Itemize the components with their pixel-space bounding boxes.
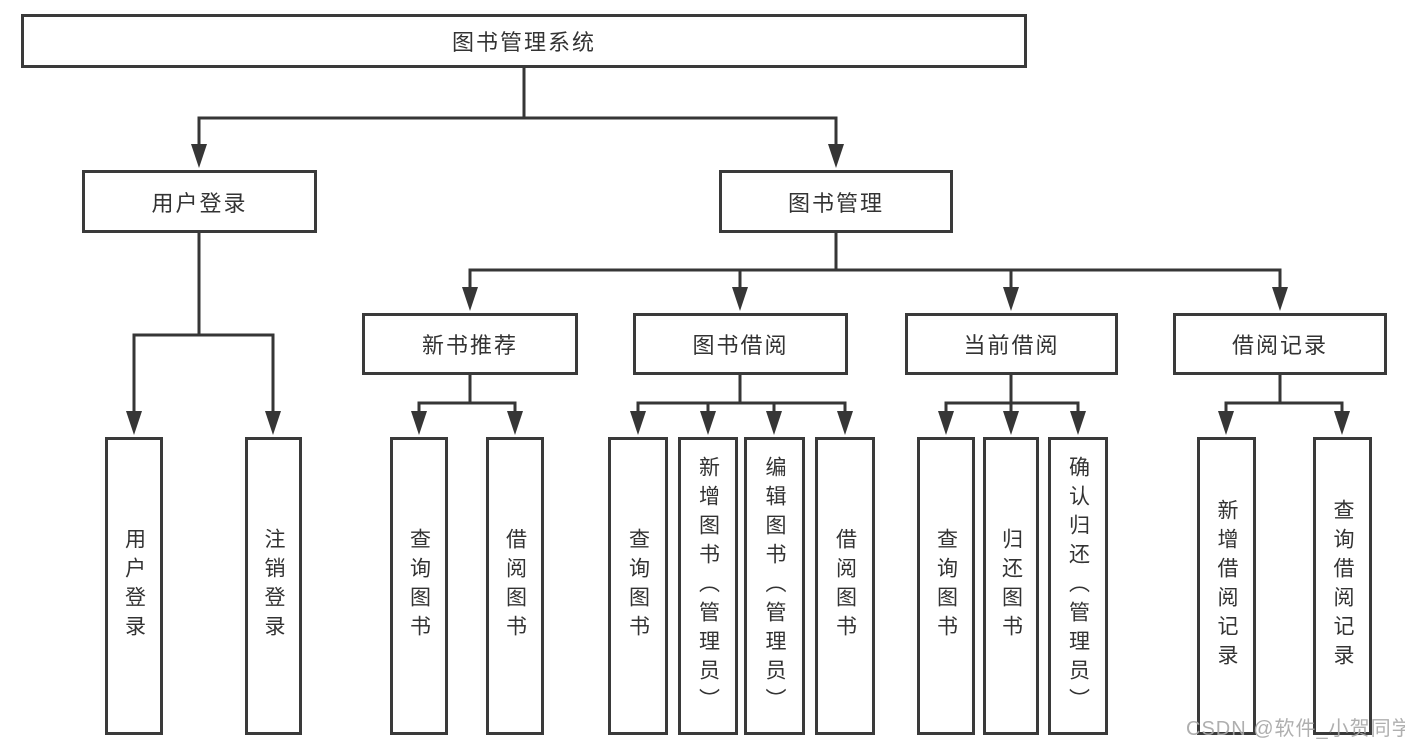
node-label: 借阅图书 bbox=[833, 528, 857, 644]
node-label: 归还图书 bbox=[999, 528, 1023, 644]
arrowhead-icon bbox=[126, 411, 142, 435]
node-label: 图书管理 bbox=[787, 190, 884, 216]
arrowhead-icon bbox=[507, 411, 523, 435]
csdn-watermark: CSDN @软件_小贺同学 bbox=[1186, 718, 1405, 740]
node-add-book-admin: 新增图书（管理员） bbox=[678, 437, 738, 735]
arrowhead-icon bbox=[1070, 411, 1086, 435]
connector-book-borrow bbox=[630, 375, 853, 435]
node-add-borrow-record: 新增借阅记录 bbox=[1197, 437, 1256, 735]
node-new-book-recommend: 新书推荐 bbox=[362, 313, 578, 375]
node-book-borrow: 图书借阅 bbox=[633, 313, 848, 375]
arrowhead-icon bbox=[732, 287, 748, 311]
connector-root bbox=[191, 68, 844, 168]
node-library-system-root: 图书管理系统 bbox=[21, 14, 1027, 68]
arrowhead-icon bbox=[828, 144, 844, 168]
node-borrow-books-1: 借阅图书 bbox=[486, 437, 544, 735]
node-query-books-1: 查询图书 bbox=[390, 437, 448, 735]
arrowhead-icon bbox=[938, 411, 954, 435]
arrowhead-icon bbox=[630, 411, 646, 435]
arrowhead-icon bbox=[411, 411, 427, 435]
node-user-login-leaf: 用户登录 bbox=[105, 437, 163, 735]
node-label: 图书管理系统 bbox=[451, 30, 596, 55]
node-edit-book-admin: 编辑图书（管理员） bbox=[744, 437, 805, 735]
node-query-books-3: 查询图书 bbox=[917, 437, 975, 735]
arrowhead-icon bbox=[462, 287, 478, 311]
node-label: 查询图书 bbox=[407, 528, 431, 644]
node-label: 当前借阅 bbox=[963, 333, 1060, 358]
node-label: 用户登录 bbox=[122, 528, 146, 644]
node-label: 编辑图书（管理员） bbox=[763, 455, 786, 717]
node-label: 图书借阅 bbox=[692, 333, 789, 358]
node-label: 新书推荐 bbox=[421, 333, 518, 358]
node-label: 用户登录 bbox=[151, 190, 248, 216]
connector-new-book-recommend bbox=[411, 375, 523, 435]
arrowhead-icon bbox=[766, 411, 782, 435]
arrowhead-icon bbox=[1218, 411, 1234, 435]
node-current-borrow: 当前借阅 bbox=[905, 313, 1118, 375]
node-label: 新增图书（管理员） bbox=[696, 455, 720, 717]
arrowhead-icon bbox=[191, 144, 207, 168]
node-borrow-records: 借阅记录 bbox=[1173, 313, 1387, 375]
node-query-books-2: 查询图书 bbox=[608, 437, 668, 735]
node-label: 借阅图书 bbox=[503, 528, 527, 644]
node-user-login: 用户登录 bbox=[82, 170, 317, 233]
connector-book-management bbox=[462, 233, 1288, 311]
node-label: 注销登录 bbox=[262, 528, 285, 644]
arrowhead-icon bbox=[700, 411, 716, 435]
arrowhead-icon bbox=[1334, 411, 1350, 435]
node-book-management: 图书管理 bbox=[719, 170, 953, 233]
node-logout-leaf: 注销登录 bbox=[245, 437, 302, 735]
node-label: 确认归还（管理员） bbox=[1066, 455, 1090, 717]
node-confirm-return-admin: 确认归还（管理员） bbox=[1048, 437, 1108, 735]
arrowhead-icon bbox=[1272, 287, 1288, 311]
node-label: 查询图书 bbox=[934, 528, 958, 644]
node-borrow-books-2: 借阅图书 bbox=[815, 437, 875, 735]
connector-current-borrow bbox=[938, 375, 1086, 435]
arrowhead-icon bbox=[837, 411, 853, 435]
node-label: 查询借阅记录 bbox=[1331, 499, 1354, 673]
arrowhead-icon bbox=[1003, 411, 1019, 435]
connector-borrow-records bbox=[1218, 375, 1350, 435]
node-query-borrow-record: 查询借阅记录 bbox=[1313, 437, 1372, 735]
node-label: 新增借阅记录 bbox=[1215, 499, 1238, 673]
arrowhead-icon bbox=[1003, 287, 1019, 311]
connector-user-login bbox=[126, 233, 281, 435]
node-return-books: 归还图书 bbox=[983, 437, 1039, 735]
arrowhead-icon bbox=[265, 411, 281, 435]
node-label: 借阅记录 bbox=[1231, 333, 1328, 358]
node-label: 查询图书 bbox=[626, 528, 650, 644]
